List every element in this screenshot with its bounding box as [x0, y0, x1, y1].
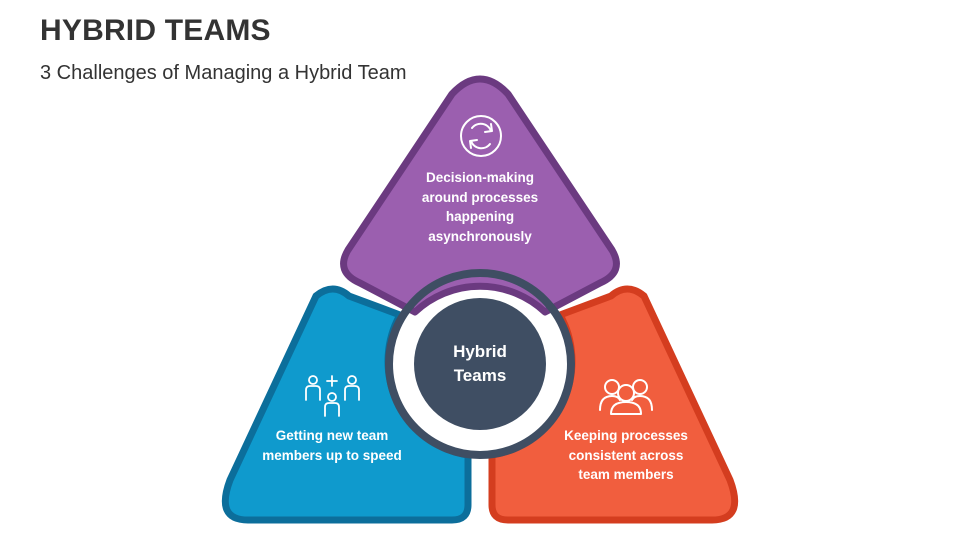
center-label-text: Hybrid Teams	[453, 342, 507, 385]
slide-title: HYBRID TEAMS	[40, 14, 271, 47]
center-ring	[385, 269, 575, 459]
center-label: Hybrid Teams	[414, 298, 546, 430]
team-group-icon	[599, 379, 653, 415]
team-add-members-icon	[305, 375, 360, 417]
segment-top-text: Decision-making around processes happeni…	[421, 170, 539, 244]
slide-subtitle: 3 Challenges of Managing a Hybrid Team	[40, 62, 407, 84]
segment-left-text: Getting new team members up to speed	[262, 428, 402, 463]
refresh-cycle-icon	[460, 115, 502, 157]
segment-top-purple	[340, 75, 620, 316]
segment-right-text: Keeping processes consistent across team…	[564, 428, 688, 482]
center-circle	[414, 298, 546, 430]
